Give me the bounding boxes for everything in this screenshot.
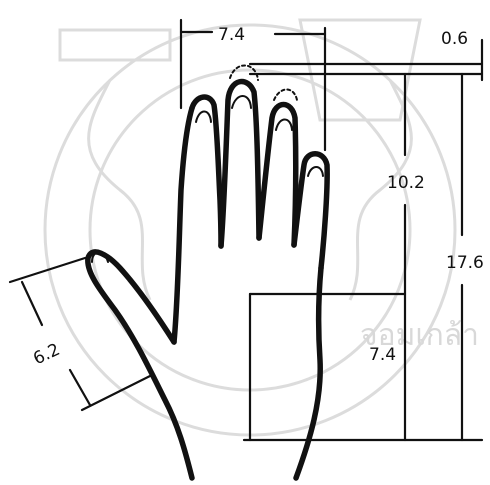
palm-left-edge <box>171 105 195 345</box>
palm-length-label: 7.4 <box>369 345 396 365</box>
ring-tip-outline <box>273 88 298 101</box>
finger-length-label: 10.2 <box>387 173 425 193</box>
palm-right-edge <box>293 265 324 481</box>
thumb-nail <box>91 251 109 263</box>
ring-finger <box>256 101 299 248</box>
thumb-length-label: 6.2 <box>30 340 63 370</box>
watermark-text: จอมเกล้า <box>360 318 479 353</box>
middle-tip-outline <box>229 64 259 81</box>
thumb <box>85 249 195 481</box>
hand-length-label: 17.6 <box>446 253 484 273</box>
middle-nail <box>231 95 252 109</box>
dimension-lines <box>8 18 484 442</box>
tip-offset-label: 0.6 <box>441 29 468 49</box>
finger-span-label: 7.4 <box>218 25 245 45</box>
ring-nail <box>275 118 293 131</box>
little-nail <box>307 166 324 177</box>
little-finger <box>291 151 330 271</box>
middle-finger <box>218 78 262 249</box>
index-nail <box>195 110 212 123</box>
hand-outline <box>85 64 330 481</box>
